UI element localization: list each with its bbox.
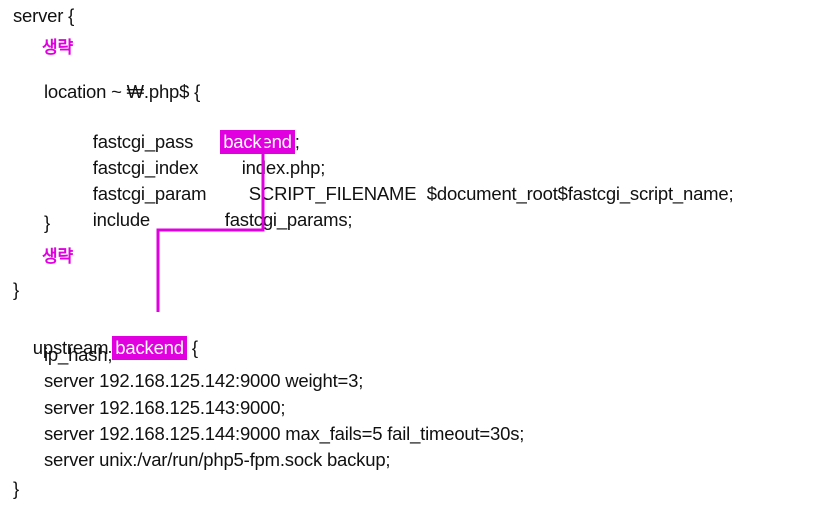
upstream-server-line: server 192.168.125.143:9000; (44, 397, 286, 418)
semicolon: ; (294, 131, 300, 152)
include-line: include fastcgi_params; (73, 184, 353, 230)
server-block-close: } (13, 279, 19, 300)
upstream-server-line: server 192.168.125.144:9000 max_fails=5 … (44, 423, 525, 444)
upstream-keyword: upstream (32, 337, 109, 358)
omitted-note: 생략 (42, 38, 73, 58)
param-value: $document_root$fastcgi_script_name; (426, 183, 734, 204)
ip-hash-line: ip_hash; (44, 344, 113, 365)
open-brace: { (191, 337, 198, 358)
directive-key: include (92, 209, 150, 230)
server-block-open: server { (13, 5, 75, 26)
location-block-open: location ~ ₩.php$ { (44, 81, 201, 102)
location-block-close: } (44, 212, 50, 233)
directive-value: fastcgi_params; (224, 209, 353, 230)
omitted-note: 생략 (42, 247, 73, 267)
backend-highlight-definition: backend (112, 336, 187, 360)
upstream-server-line: server 192.168.125.142:9000 weight=3; (44, 370, 364, 391)
upstream-server-line: server unix:/var/run/php5-fpm.sock backu… (44, 449, 391, 470)
upstream-block-close: } (13, 478, 19, 499)
param-name: SCRIPT_FILENAME (248, 183, 417, 204)
